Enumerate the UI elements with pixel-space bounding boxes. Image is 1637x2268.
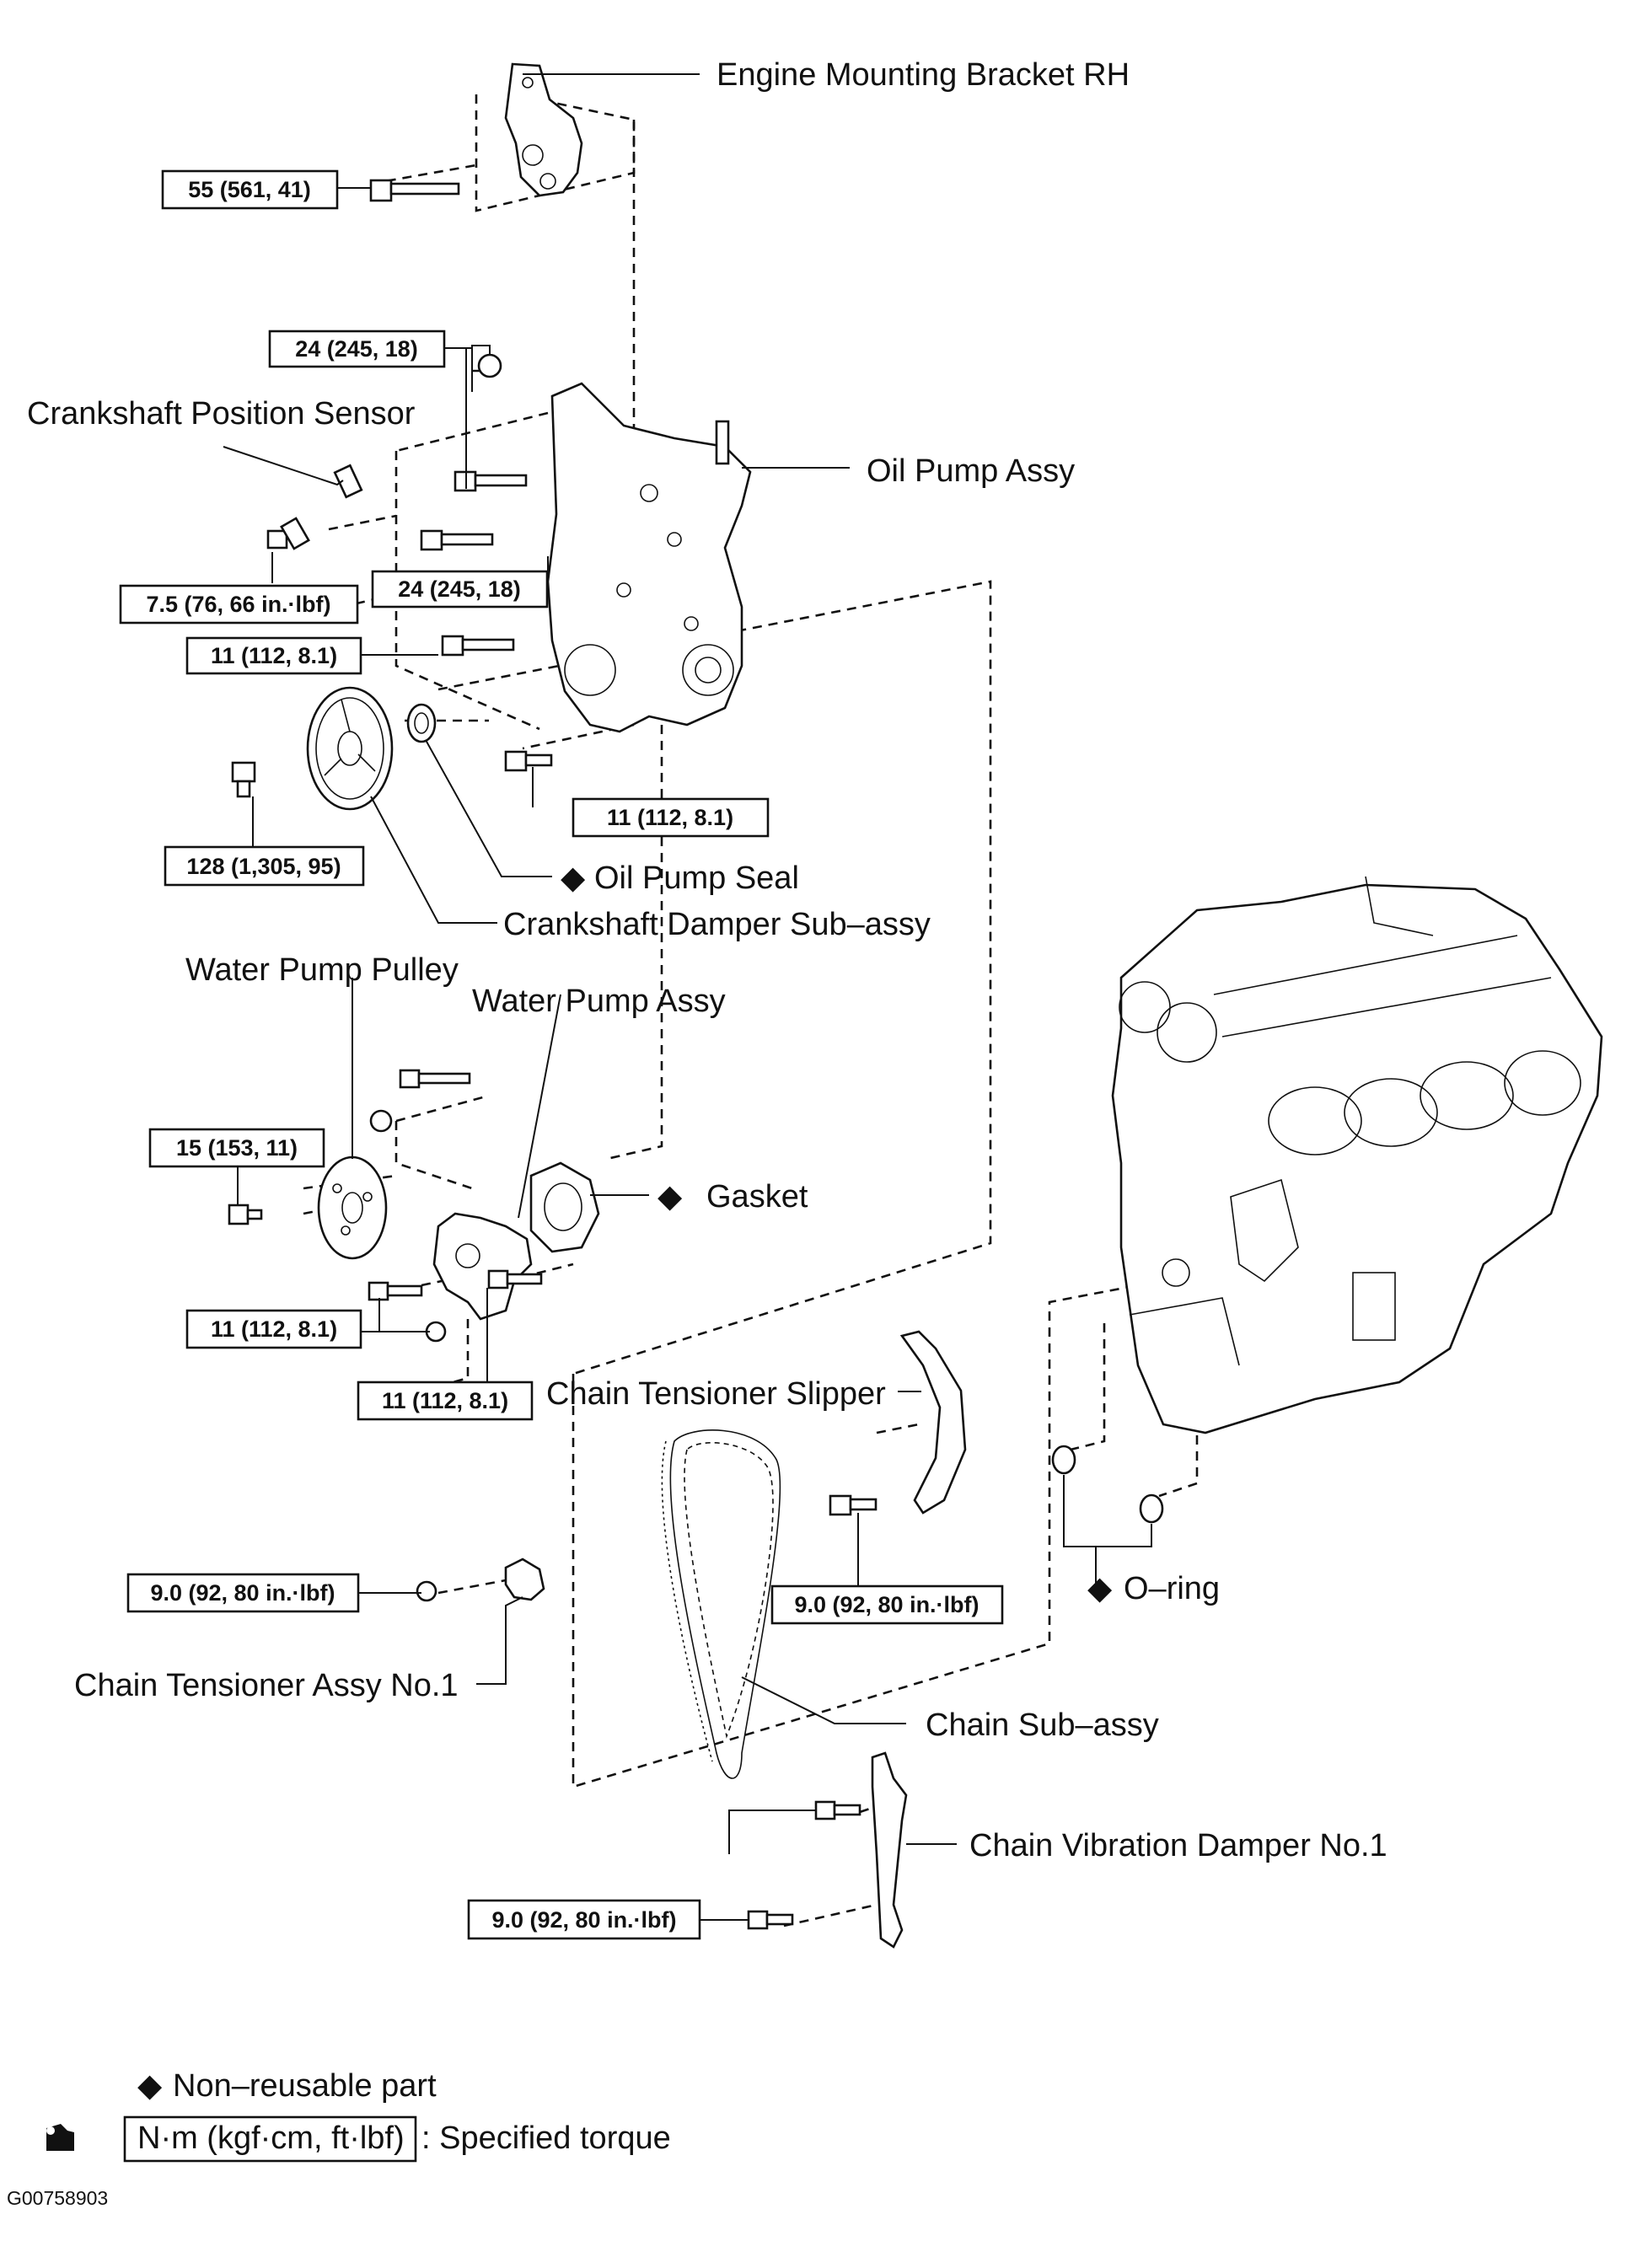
label-water-pump-pulley: Water Pump Pulley [185, 952, 459, 988]
label-gasket-text: Gasket [706, 1179, 808, 1214]
label-chain-tensioner-slipper: Chain Tensioner Slipper [546, 1376, 886, 1412]
leader-lines [223, 73, 1152, 1921]
legend: ◆ Non–reusable part N·m (kgf·cm, ft·lbf)… [7, 2068, 671, 2209]
torque-box-oil-pump-lower: 11 (112, 8.1) [185, 636, 362, 675]
torque-value: 7.5 (76, 66 in.·lbf) [146, 592, 330, 617]
torque-value: 9.0 (92, 80 in.·lbf) [150, 1580, 335, 1606]
legend-torque-unit: N·m (kgf·cm, ft·lbf) [137, 2121, 405, 2156]
engine-mounting-bracket-part [504, 62, 583, 197]
torque-value: 11 (112, 8.1) [211, 1316, 337, 1342]
damper-bolt-part [231, 761, 256, 798]
torque-box-oil-pump-bolt: 24 (245, 18) [371, 570, 549, 609]
torque-value: 24 (245, 18) [398, 576, 521, 602]
label-engine-mounting-bracket: Engine Mounting Bracket RH [717, 57, 1130, 93]
torque-box-sensor: 7.5 (76, 66 in.·lbf) [119, 584, 359, 625]
assembly-dashed-lines [303, 93, 1199, 1928]
torque-box-damper-no1: 9.0 (92, 80 in.·lbf) [467, 1899, 701, 1940]
chain-tensioner-assy-part [416, 1558, 545, 1602]
torque-value: 11 (112, 8.1) [607, 805, 733, 830]
torque-box-tensioner: 9.0 (92, 80 in.·lbf) [126, 1573, 360, 1613]
pulley-bolt-part [228, 1204, 263, 1225]
non-reusable-mark: ◆ [137, 2068, 163, 2104]
label-o-ring-text: O–ring [1124, 1571, 1220, 1606]
label-water-pump-assy: Water Pump Assy [472, 984, 726, 1019]
water-pump-pulley-part [317, 1155, 388, 1260]
legend-non-reusable-text: Non–reusable part [173, 2068, 437, 2104]
torque-value: 128 (1,305, 95) [186, 854, 341, 879]
slipper-bolt-part [829, 1494, 878, 1516]
engine-block-part [1111, 876, 1603, 1434]
water-pump-assy-part [368, 1069, 543, 1343]
non-reusable-mark: ◆ [561, 861, 586, 896]
label-crankshaft-damper: Crankshaft Damper Sub–assy [503, 907, 931, 942]
gasket-part [529, 1161, 600, 1253]
figure-code: G00758903 [7, 2187, 108, 2209]
torque-value: 11 (112, 8.1) [382, 1388, 508, 1413]
legend-torque: N·m (kgf·cm, ft·lbf) : Specified torque [46, 2115, 671, 2163]
label-oil-pump-seal-text: Oil Pump Seal [594, 861, 799, 896]
o-ring-part [1051, 1445, 1164, 1524]
chain-vibration-damper-part [747, 1751, 908, 1949]
chain-sub-assy-part [661, 1429, 781, 1779]
label-crankshaft-position-sensor: Crankshaft Position Sensor [27, 396, 416, 432]
label-oil-pump-seal: ◆ Oil Pump Seal [561, 861, 799, 896]
bracket-bolt-part [369, 179, 460, 202]
torque-box-oil-pump-right: 11 (112, 8.1) [572, 797, 770, 838]
non-reusable-mark: ◆ [1087, 1571, 1113, 1606]
label-chain-sub-assy: Chain Sub–assy [926, 1708, 1159, 1743]
label-oil-pump-assy: Oil Pump Assy [867, 453, 1075, 489]
torque-value: 9.0 (92, 80 in.·lbf) [491, 1907, 676, 1933]
crankshaft-damper-part [306, 686, 394, 811]
torque-value: 9.0 (92, 80 in.·lbf) [794, 1592, 979, 1617]
label-chain-vibration-damper: Chain Vibration Damper No.1 [969, 1828, 1387, 1863]
torque-value: 55 (561, 41) [188, 177, 311, 202]
label-gasket: ◆ Gasket [657, 1179, 808, 1214]
torque-box-water-pump-b: 11 (112, 8.1) [357, 1381, 534, 1421]
crankshaft-position-sensor-part [266, 464, 363, 550]
torque-value: 11 (112, 8.1) [211, 643, 337, 668]
torque-box-water-pump-a: 11 (112, 8.1) [185, 1309, 362, 1349]
chain-tensioner-slipper-part [899, 1330, 967, 1515]
oil-pump-seal-part [406, 703, 437, 743]
label-o-ring: ◆ O–ring [1087, 1571, 1220, 1606]
oil-pump-assy-part [546, 382, 752, 733]
torque-value: 24 (245, 18) [295, 336, 418, 362]
torque-box-bracket: 55 (561, 41) [161, 169, 339, 210]
torque-box-oil-pump-nut: 24 (245, 18) [268, 330, 446, 368]
wrench-icon [46, 2124, 74, 2151]
non-reusable-mark: ◆ [657, 1179, 683, 1214]
torque-box-pulley: 15 (153, 11) [148, 1128, 325, 1168]
legend-non-reusable: ◆ Non–reusable part [137, 2068, 437, 2104]
torque-value: 15 (153, 11) [176, 1135, 298, 1161]
torque-box-damper: 128 (1,305, 95) [164, 845, 365, 887]
label-chain-tensioner-assy: Chain Tensioner Assy No.1 [74, 1668, 459, 1703]
oil-pump-fasteners [420, 353, 553, 772]
legend-torque-text: : Specified torque [421, 2121, 671, 2156]
torque-box-slipper: 9.0 (92, 80 in.·lbf) [770, 1584, 1004, 1625]
